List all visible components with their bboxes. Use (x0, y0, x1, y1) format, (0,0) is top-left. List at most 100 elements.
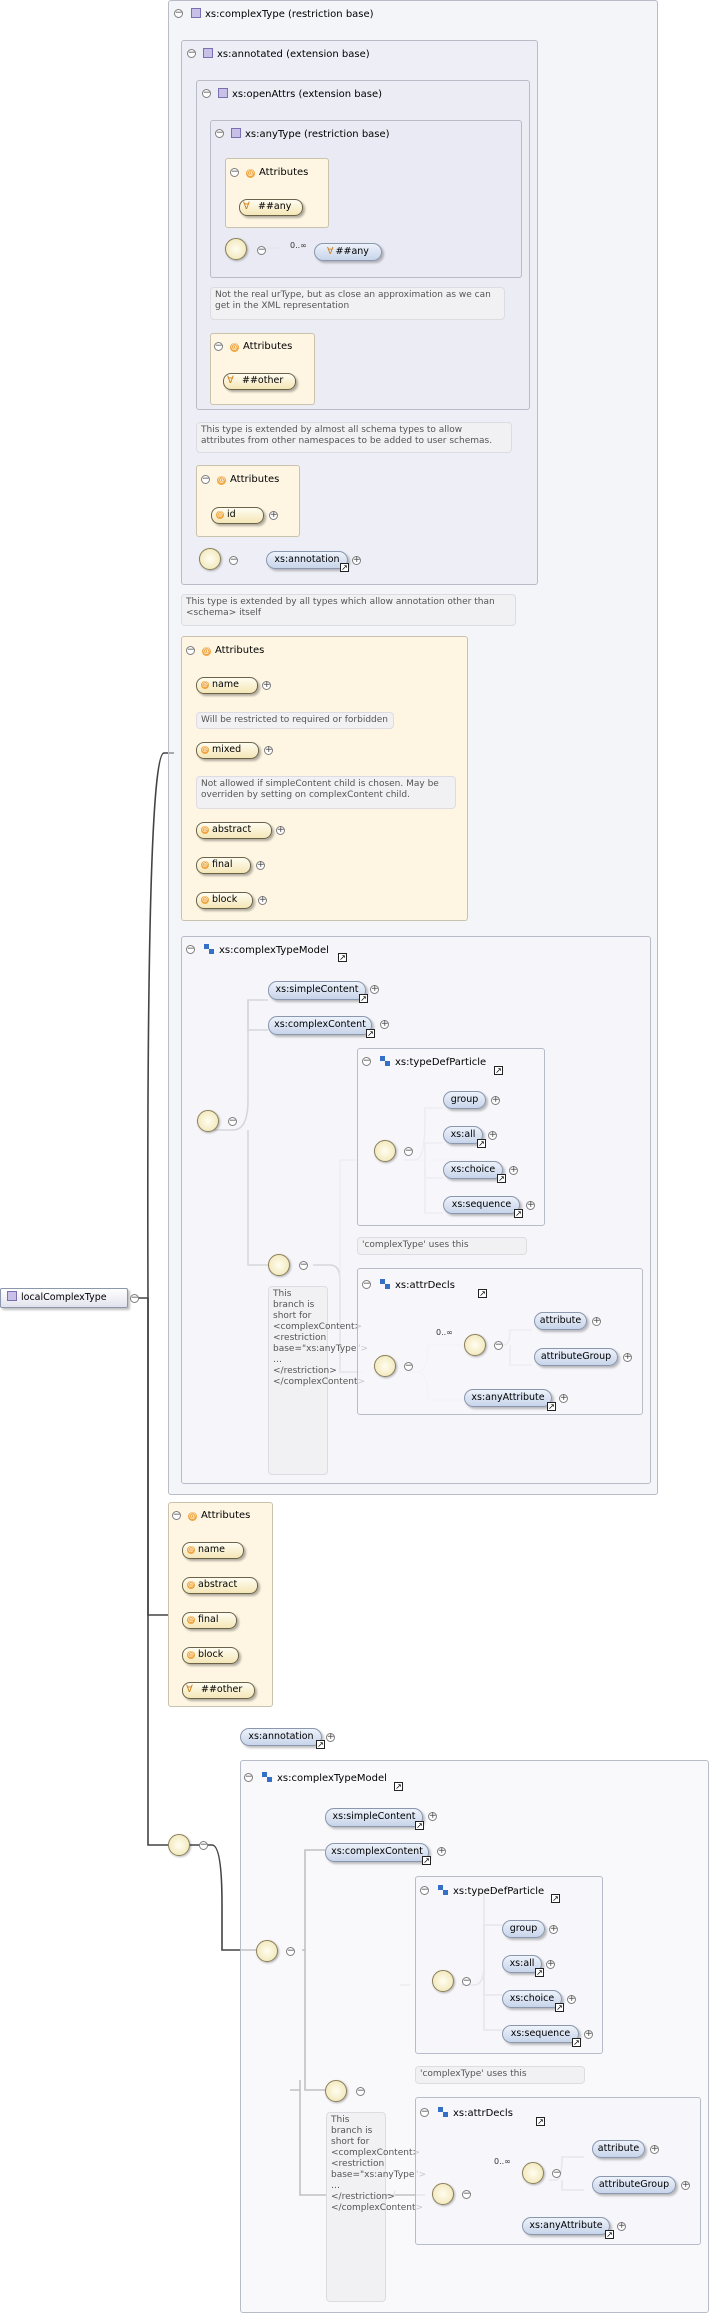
collapse-toggle[interactable]: − (130, 1293, 139, 1303)
link-icon[interactable]: ↗ (415, 1821, 424, 1830)
choice-compositor-icon[interactable] (374, 1140, 396, 1162)
collapse-toggle[interactable]: − (202, 88, 211, 98)
attribute-block[interactable]: @block (196, 892, 253, 909)
other-attribute-wildcard[interactable]: ∀##other (223, 373, 296, 390)
expand-toggle[interactable]: − (228, 1116, 237, 1126)
expand-toggle[interactable]: − (494, 1340, 503, 1350)
collapse-toggle[interactable]: − (187, 48, 196, 58)
simple-content-element[interactable]: xs:simpleContent (325, 1808, 423, 1827)
attribute-name[interactable]: @name (196, 677, 258, 694)
expand-toggle[interactable]: − (462, 2189, 471, 2199)
link-icon[interactable]: ↗ (547, 1402, 556, 1411)
attribute-id[interactable]: @id (211, 507, 264, 524)
expand-toggle[interactable]: + (567, 1994, 576, 2004)
collapse-toggle[interactable]: − (201, 474, 210, 484)
sequence-compositor-icon[interactable] (199, 548, 221, 570)
link-icon[interactable]: ↗ (478, 1289, 487, 1298)
expand-toggle[interactable]: + (380, 1019, 389, 1029)
expand-toggle[interactable]: + (549, 1924, 558, 1934)
expand-toggle[interactable]: − (356, 2086, 365, 2096)
attribute-name[interactable]: @name (182, 1542, 244, 1559)
expand-toggle[interactable]: + (584, 2029, 593, 2039)
link-icon[interactable]: ↗ (535, 1968, 544, 1977)
expand-toggle[interactable]: + (681, 2180, 690, 2190)
any-attribute-element[interactable]: xs:anyAttribute (522, 2217, 610, 2235)
collapse-toggle[interactable]: − (362, 1056, 371, 1066)
expand-toggle[interactable]: + (617, 2221, 626, 2231)
collapse-toggle[interactable]: − (244, 1772, 253, 1782)
expand-toggle[interactable]: + (326, 1732, 335, 1742)
expand-toggle[interactable]: + (370, 984, 379, 994)
expand-toggle[interactable]: − (257, 245, 266, 255)
choice-compositor-icon[interactable] (256, 1940, 278, 1962)
link-icon[interactable]: ↗ (551, 1894, 560, 1903)
all-element[interactable]: xs:all (443, 1126, 483, 1144)
expand-toggle[interactable]: + (428, 1811, 437, 1821)
expand-toggle[interactable]: + (623, 1352, 632, 1362)
expand-toggle[interactable]: + (546, 1959, 555, 1969)
expand-toggle[interactable]: + (262, 680, 271, 690)
link-icon[interactable]: ↗ (497, 1174, 506, 1183)
any-element-wildcard[interactable]: ∀##any (314, 243, 382, 261)
sequence-compositor-icon[interactable] (225, 238, 247, 260)
choice-compositor-icon[interactable] (197, 1110, 219, 1132)
collapse-toggle[interactable]: − (420, 2107, 429, 2117)
attribute-group-element[interactable]: attributeGroup (592, 2176, 676, 2194)
expand-toggle[interactable]: + (650, 2144, 659, 2154)
attribute-final[interactable]: @final (196, 857, 251, 874)
collapse-toggle[interactable]: − (186, 645, 195, 655)
group-element[interactable]: group (443, 1091, 486, 1109)
expand-toggle[interactable]: + (488, 1130, 497, 1140)
expand-toggle[interactable]: + (437, 1846, 446, 1856)
annotation-element[interactable]: xs:annotation (240, 1728, 322, 1746)
complex-content-element[interactable]: xs:complexContent (325, 1843, 429, 1862)
annotation-element[interactable]: xs:annotation (266, 551, 348, 569)
expand-toggle[interactable]: + (256, 860, 265, 870)
expand-toggle[interactable]: − (404, 1361, 413, 1371)
link-icon[interactable]: ↗ (605, 2230, 614, 2239)
sequence-compositor-icon[interactable] (168, 1834, 190, 1856)
collapse-toggle[interactable]: − (420, 1885, 429, 1895)
collapse-toggle[interactable]: − (186, 944, 195, 954)
any-attribute-wildcard[interactable]: ∀##any (239, 199, 303, 216)
attribute-block[interactable]: @block (182, 1647, 239, 1664)
expand-toggle[interactable]: + (276, 825, 285, 835)
choice-compositor-icon[interactable] (464, 1334, 486, 1356)
link-icon[interactable]: ↗ (359, 994, 368, 1003)
link-icon[interactable]: ↗ (494, 1066, 503, 1075)
attribute-element[interactable]: attribute (592, 2140, 645, 2158)
attribute-abstract[interactable]: @abstract (196, 822, 272, 839)
attribute-final[interactable]: @final (182, 1612, 237, 1629)
link-icon[interactable]: ↗ (477, 1139, 486, 1148)
root-local-complex-type[interactable]: localComplexType (0, 1288, 128, 1308)
expand-toggle[interactable]: − (462, 1976, 471, 1986)
choice-element[interactable]: xs:choice (443, 1161, 503, 1179)
expand-toggle[interactable]: + (352, 555, 361, 565)
expand-toggle[interactable]: + (509, 1165, 518, 1175)
other-attribute-wildcard[interactable]: ∀##other (182, 1682, 255, 1699)
attribute-group-element[interactable]: attributeGroup (534, 1348, 618, 1366)
any-attribute-element[interactable]: xs:anyAttribute (464, 1389, 552, 1407)
group-element[interactable]: group (502, 1920, 545, 1938)
complex-content-element[interactable]: xs:complexContent (268, 1016, 372, 1035)
expand-toggle[interactable]: + (258, 895, 267, 905)
sequence-compositor-icon[interactable] (374, 1355, 396, 1377)
collapse-toggle[interactable]: − (174, 8, 183, 18)
link-icon[interactable]: ↗ (555, 2003, 564, 2012)
expand-toggle[interactable]: − (199, 1840, 208, 1850)
link-icon[interactable]: ↗ (536, 2117, 545, 2126)
expand-toggle[interactable]: + (491, 1095, 500, 1105)
collapse-toggle[interactable]: − (362, 1279, 371, 1289)
link-icon[interactable]: ↗ (366, 1029, 375, 1038)
link-icon[interactable]: ↗ (338, 953, 347, 962)
attribute-mixed[interactable]: @mixed (196, 742, 259, 759)
expand-toggle[interactable]: + (559, 1393, 568, 1403)
expand-toggle[interactable]: + (526, 1200, 535, 1210)
expand-toggle[interactable]: − (286, 1946, 295, 1956)
choice-compositor-icon[interactable] (432, 1970, 454, 1992)
collapse-toggle[interactable]: − (215, 128, 224, 138)
link-icon[interactable]: ↗ (316, 1740, 325, 1749)
link-icon[interactable]: ↗ (340, 563, 349, 572)
expand-toggle[interactable]: − (552, 2168, 561, 2178)
attribute-element[interactable]: attribute (534, 1312, 587, 1330)
